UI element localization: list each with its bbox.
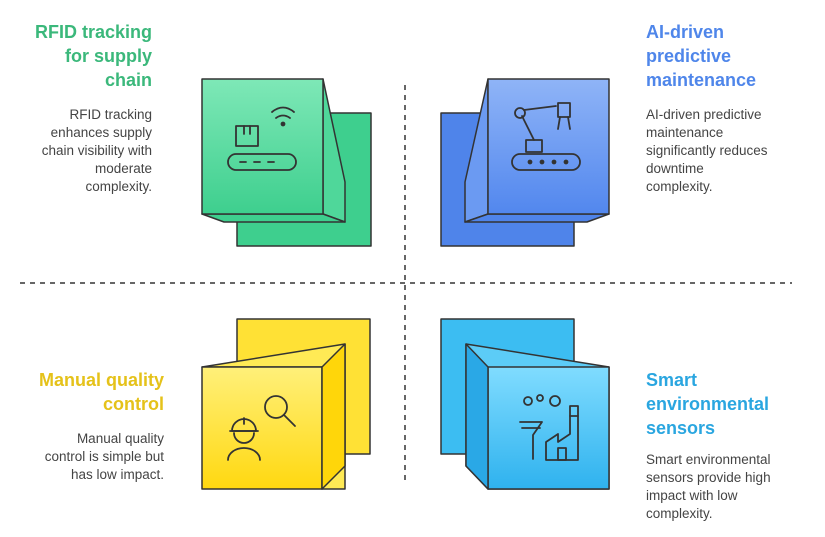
description-line: downtime [646, 161, 704, 176]
description-line: significantly reduces [646, 143, 768, 158]
title-line: for supply [64, 46, 152, 66]
description-line: complexity. [85, 179, 152, 194]
conveyor-box-rfid-icon [227, 106, 297, 171]
description-line: complexity. [646, 179, 713, 194]
worker-magnifier-icon [227, 395, 296, 461]
description-line: maintenance [646, 125, 724, 140]
description-line: Manual quality [76, 431, 164, 446]
cube-blue [440, 78, 610, 247]
description-manual-quality-control: Manual quality control is simple but has… [0, 430, 164, 484]
description-smart-environmental-sensors: Smart environmental sensors provide high… [646, 451, 816, 523]
description-line: enhances supply [50, 125, 152, 140]
title-line: maintenance [646, 70, 757, 90]
factory-sensor-icon [519, 394, 579, 461]
cube-cyan [440, 318, 610, 490]
title-line: RFID tracking [34, 22, 152, 42]
title-line: Manual quality [38, 370, 164, 390]
description-line: Smart environmental [646, 452, 771, 467]
description-line: AI-driven predictive [646, 107, 762, 122]
title-line: sensors [646, 418, 716, 438]
description-line: chain visibility with [41, 143, 152, 158]
title-line: chain [104, 70, 152, 90]
title-line: predictive [646, 46, 732, 66]
description-line: sensors provide high [646, 470, 771, 485]
description-line: has low impact. [70, 467, 164, 482]
title-smart-environmental-sensors: Smart environmental sensors [646, 368, 816, 440]
description-line: RFID tracking [69, 107, 152, 122]
cube-green [201, 78, 372, 247]
description-ai-predictive-maintenance: AI-driven predictive maintenance signifi… [646, 106, 816, 196]
title-line: environmental [646, 394, 770, 414]
description-line: control is simple but [44, 449, 164, 464]
title-ai-predictive-maintenance: AI-driven predictive maintenance [646, 20, 816, 92]
cube-yellow [201, 318, 371, 490]
robot-arm-conveyor-icon [511, 102, 581, 171]
description-line: complexity. [646, 506, 713, 521]
title-manual-quality-control: Manual quality control [4, 368, 164, 416]
title-line: control [103, 394, 164, 414]
title-line: Smart [646, 370, 698, 390]
title-line: AI-driven [646, 22, 725, 42]
description-rfid-tracking: RFID tracking enhances supply chain visi… [0, 106, 152, 196]
description-line: moderate [94, 161, 152, 176]
title-rfid-tracking: RFID tracking for supply chain [2, 20, 152, 92]
description-line: impact with low [646, 488, 738, 503]
